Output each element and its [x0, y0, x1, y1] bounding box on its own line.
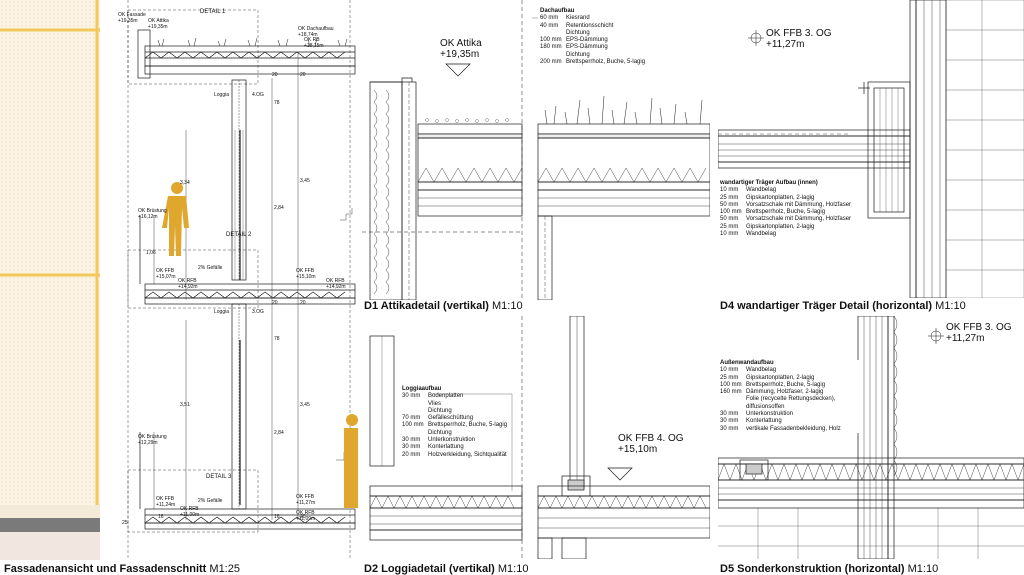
dimension: 2,84 [274, 205, 284, 211]
caption-d4: D4 wandartiger Träger Detail (horizontal… [720, 300, 966, 312]
caption-d5: D5 Sonderkonstruktion (horizontal) M1:10 [720, 563, 939, 575]
level-ok-ffb-3og: OK FFB 3. OG+11,27m [946, 322, 1012, 344]
dimension: 16 [158, 514, 164, 520]
dimension: 3,45 [300, 178, 310, 184]
facade-section-drawing [127, 0, 358, 560]
level-ok-ffb-4og: OK FFB 4. OG+15,10m [618, 433, 684, 455]
dimension: 16 [274, 514, 280, 520]
gefaelle-label: 2% Gefälle [198, 498, 223, 504]
dimension: 3,45 [300, 402, 310, 408]
ok-dachaufbau-label: OK Dachaufbau+18,74m [298, 26, 334, 38]
level-ok-attika: OK Attika+19,35m [440, 38, 482, 60]
dimension: 78 [274, 336, 280, 342]
level-ok-ffb-3og: OK FFB 3. OG+11,27m [766, 28, 832, 50]
caption-d1: D1 Attikadetail (vertikal) M1:10 [364, 300, 523, 312]
gefaelle-label: 2% Gefälle [198, 265, 223, 271]
ok-bruestung-label: OK Brüstung+12,29m [138, 434, 167, 446]
detail-d5-drawing [718, 316, 1024, 559]
caption-facade: Fassadenansicht und Fassadenschnitt M1:2… [4, 563, 240, 575]
detail-d5: OK FFB 3. OG+11,27m Außenwandaufbau 10 m… [718, 316, 1024, 559]
ok-rfb-label: OK RFB+11,00m [180, 506, 200, 518]
detail-d2-drawing [369, 316, 710, 559]
ok-rfb-label: OK RFB+14,92m [178, 278, 198, 290]
detail-1-label: DETAIL 1 [200, 9, 226, 15]
dimension: 3,51 [180, 402, 190, 408]
dimension: 78 [274, 100, 280, 106]
ok-ffb-label: OK FFB+15,10m [296, 268, 316, 280]
detail-d4-drawing [718, 0, 1024, 298]
detail-d1-drawing [362, 0, 710, 300]
floor-3og-label: 3.OG [252, 309, 264, 315]
loggia-label: Loggia [214, 92, 230, 98]
dimension: 25 [122, 520, 128, 526]
ok-fassade-label: OK Fassade+19,35m [118, 12, 146, 24]
dimension: 20 [272, 300, 278, 306]
dimension: 2,84 [274, 430, 284, 436]
detail-2-label: DETAIL 2 [226, 232, 252, 238]
ok-rb-label: OK RB+18,15m [304, 37, 324, 49]
dimension: 1,06 [146, 250, 156, 256]
dimension: 20 [300, 514, 306, 520]
facade-section: OK Fassade+19,35m OK Attika+19,35m DETAI… [100, 0, 358, 560]
facade-elevation [0, 0, 100, 560]
ok-attika-label: OK Attika+19,35m [148, 18, 169, 30]
facade-elevation-drawing [0, 0, 100, 560]
loggia-label: Loggia [214, 309, 230, 315]
ok-rfb-label: OK RFB+11,09m [296, 510, 316, 522]
floor-4og-label: 4.OG [252, 92, 264, 98]
ok-rfb-label: OK RFB+14,92m [326, 278, 346, 290]
caption-d2: D2 Loggiadetail (vertikal) M1:10 [364, 563, 529, 575]
detail-d4: OK FFB 3. OG+11,27m wandartiger Träger A… [718, 0, 1024, 298]
dimension: 20 [300, 300, 306, 306]
ok-ffb-label: OK FFB+15,07m [156, 268, 176, 280]
human-figure-partial [344, 414, 358, 508]
human-figure [162, 182, 189, 256]
dimension: 20 [300, 72, 306, 78]
dimension: 3,34 [180, 180, 190, 186]
dimension: 20 [272, 72, 278, 78]
ok-ffb-label: OK FFB+11,27m [296, 494, 316, 506]
detail-3-label: DETAIL 3 [206, 474, 232, 480]
ok-ffb-label: OK FFB+11,24m [156, 496, 176, 508]
ok-bruestung-label: OK Brüstung+16,12m [138, 208, 167, 220]
